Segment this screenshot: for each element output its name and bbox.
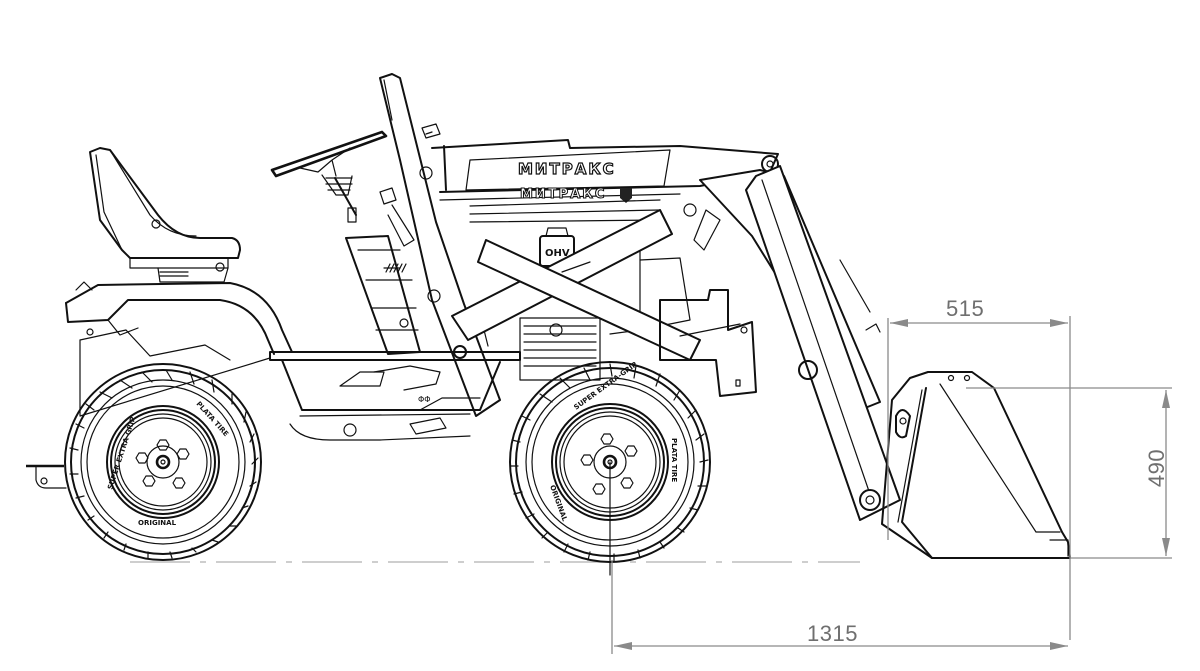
engine-label: OHV	[545, 248, 570, 259]
dimension-label-bucket-height: 490	[1144, 448, 1169, 488]
struts	[451, 203, 701, 361]
rear-tread	[69, 369, 259, 559]
dimension-490	[966, 387, 1172, 559]
dash-console	[345, 187, 421, 355]
svg-text:PLATA TIRE: PLATA TIRE	[670, 438, 678, 482]
dimension-515	[887, 316, 1071, 640]
svg-text:ORIGINAL: ORIGINAL	[138, 519, 177, 527]
rear-fender	[65, 281, 293, 416]
brand-label-main: МИТРАКС	[518, 160, 616, 178]
seat	[89, 147, 241, 283]
svg-text:ΦΦ: ΦΦ	[418, 395, 431, 404]
front-wheel: SUPER EXTRA-GRIP PLATA TIRE ORIGINAL	[509, 360, 711, 576]
brand-label-secondary: МИТРАКС	[520, 187, 606, 202]
loader-tower	[379, 73, 501, 417]
front-subframe	[659, 209, 757, 397]
front-tread	[509, 363, 709, 563]
bucket	[881, 371, 1071, 559]
rear-wheel: SUPER EXTRA-GRIP PLATA TIRE ORIGINAL	[64, 363, 262, 561]
dimension-label-reach: 1315	[807, 621, 858, 646]
brand-shield-icon	[620, 188, 632, 203]
loader-arm	[699, 165, 901, 521]
steering-wheel	[270, 130, 388, 223]
dimension-label-bucket-width: 515	[946, 296, 985, 321]
dimension-1315	[611, 560, 1068, 654]
engine: OHV	[469, 199, 691, 381]
rear-hitch	[26, 464, 67, 489]
svg-text:ORIGINAL: ORIGINAL	[548, 484, 569, 523]
